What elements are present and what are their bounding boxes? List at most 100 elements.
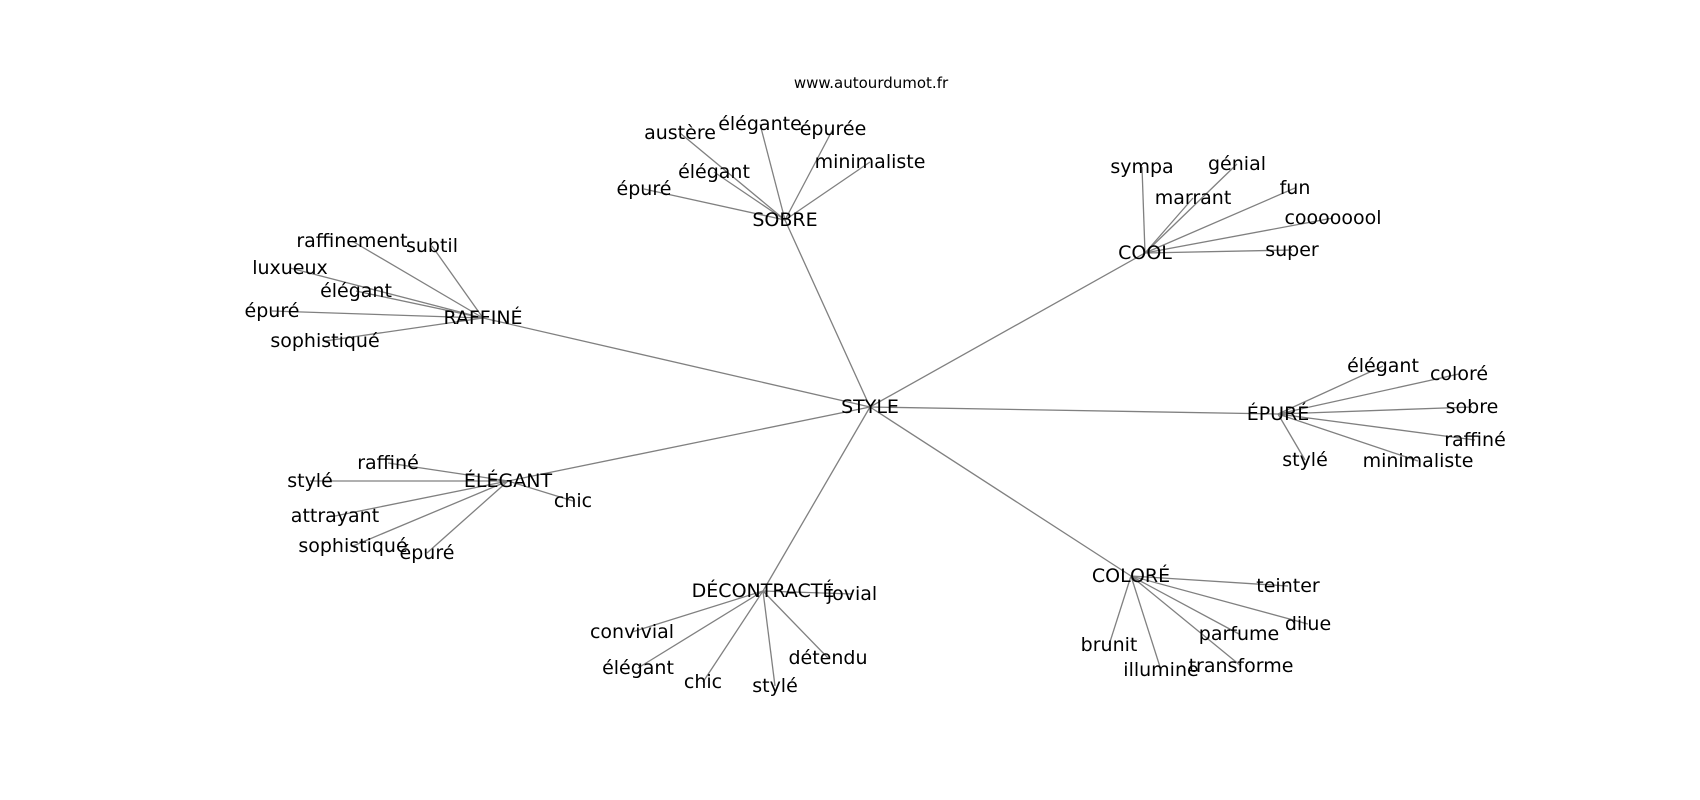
edge-colore-dilue xyxy=(1130,575,1309,625)
leaf-node-elegant-style: stylé xyxy=(287,470,333,492)
leaf-node-colore-transforme: transforme xyxy=(1189,655,1294,677)
edge-raffine-sophistique xyxy=(324,317,484,342)
leaf-node-cool-coooooool: coooooool xyxy=(1284,207,1381,229)
leaf-node-elegant-attrayant: attrayant xyxy=(291,505,379,527)
edge-decontracte-chic xyxy=(702,590,764,683)
hub-node-epure: ÉPURÉ xyxy=(1247,402,1310,425)
leaf-node-colore-brunit: brunit xyxy=(1081,634,1138,656)
edge-elegant-chic xyxy=(507,480,574,502)
edge-cool-genial xyxy=(1144,163,1238,254)
edge-root-cool xyxy=(869,252,1146,408)
edge-elegant-attrayant xyxy=(334,480,509,517)
edge-root-elegant xyxy=(507,406,871,482)
edge-decontracte-style xyxy=(762,590,776,687)
hub-node-cool: COOL xyxy=(1118,242,1172,264)
leaf-node-cool-sympa: sympa xyxy=(1110,156,1173,178)
leaf-node-cool-genial: génial xyxy=(1208,153,1266,175)
edge-cool-super xyxy=(1144,249,1293,254)
edge-cool-fun xyxy=(1144,187,1296,254)
leaf-node-sobre-epuree: épurée xyxy=(800,118,867,140)
edge-cool-sympa xyxy=(1141,166,1146,254)
hub-node-decontracte: DÉCONTRACTÉ xyxy=(692,579,835,602)
leaf-node-cool-super: super xyxy=(1265,239,1319,261)
edge-cool-coooooool xyxy=(1144,217,1334,254)
edge-decontracte-elegant xyxy=(637,590,764,669)
leaf-node-epure-sobre: sobre xyxy=(1446,396,1499,418)
edge-cool-marrant xyxy=(1144,197,1194,254)
graph-edges xyxy=(271,123,1476,687)
leaf-node-epure-style: stylé xyxy=(1282,449,1328,471)
edge-sobre-elegante xyxy=(759,123,786,221)
edge-sobre-elegant xyxy=(713,171,786,221)
edge-sobre-austere xyxy=(679,132,786,221)
edge-epure-raffine xyxy=(1277,413,1476,441)
edge-root-decontracte xyxy=(762,406,871,592)
edge-decontracte-jovial xyxy=(762,590,853,595)
leaf-node-colore-illumine: illumine xyxy=(1123,659,1198,681)
edge-sobre-epure xyxy=(643,188,786,221)
leaf-node-sobre-austere: austère xyxy=(644,122,716,144)
edge-raffine-subtil xyxy=(431,245,484,319)
edge-colore-transforme xyxy=(1130,575,1242,667)
edge-colore-teinter xyxy=(1130,575,1289,587)
edge-epure-style xyxy=(1277,413,1306,461)
leaf-node-elegant-sophistique: sophistiqué xyxy=(298,535,407,557)
edge-epure-colore xyxy=(1277,373,1460,415)
leaf-node-decontracte-jovial: jovial xyxy=(826,583,877,605)
leaf-node-elegant-epure: épuré xyxy=(400,542,455,564)
edge-raffine-raffinement xyxy=(351,240,484,319)
edge-colore-brunit xyxy=(1108,575,1132,646)
leaf-node-decontracte-detendu: détendu xyxy=(788,647,867,669)
leaf-node-sobre-epure: épuré xyxy=(617,178,672,200)
leaf-node-sobre-elegant: élégant xyxy=(678,161,750,183)
leaf-node-cool-marrant: marrant xyxy=(1155,187,1232,209)
leaf-node-epure-minimaliste: minimaliste xyxy=(1363,450,1474,472)
hub-node-raffine: RAFFINÉ xyxy=(443,306,522,329)
watermark: www.autourdumot.fr xyxy=(794,74,949,92)
hub-node-sobre: SOBRE xyxy=(752,209,817,231)
edge-root-sobre xyxy=(784,219,871,408)
edge-epure-minimaliste xyxy=(1277,413,1419,462)
leaf-node-raffine-sophistique: sophistiqué xyxy=(270,330,379,352)
edge-decontracte-detendu xyxy=(762,590,829,659)
edge-colore-illumine xyxy=(1130,575,1162,671)
edge-elegant-sophistique xyxy=(352,480,509,547)
leaf-node-colore-dilue: dilue xyxy=(1285,613,1331,635)
edge-sobre-epuree xyxy=(784,128,834,221)
edge-sobre-minimaliste xyxy=(784,161,871,221)
leaf-node-raffine-raffinement: raffinement xyxy=(296,230,407,252)
edge-root-epure xyxy=(869,406,1279,415)
leaf-node-raffine-subtil: subtil xyxy=(406,235,458,257)
leaf-node-epure-raffine: raffiné xyxy=(1444,429,1506,451)
leaf-node-decontracte-convivial: convivial xyxy=(590,621,674,643)
leaf-node-decontracte-elegant: élégant xyxy=(602,657,674,679)
edge-elegant-raffine xyxy=(387,462,509,482)
edge-raffine-elegant xyxy=(355,290,484,319)
leaf-node-cool-fun: fun xyxy=(1280,177,1311,199)
hub-node-colore: COLORÉ xyxy=(1092,564,1170,587)
root-node: STYLE xyxy=(841,396,899,418)
leaf-node-decontracte-style: stylé xyxy=(752,675,798,697)
leaf-node-decontracte-chic: chic xyxy=(684,671,722,693)
edge-raffine-epure xyxy=(271,310,484,319)
leaf-node-raffine-epure: épuré xyxy=(245,300,300,322)
edge-root-raffine xyxy=(482,317,871,408)
edge-root-colore xyxy=(869,406,1132,577)
leaf-node-sobre-minimaliste: minimaliste xyxy=(815,151,926,173)
leaf-node-sobre-elegante: élégante xyxy=(718,113,802,135)
leaf-node-raffine-luxueux: luxueux xyxy=(252,257,328,279)
edge-decontracte-convivial xyxy=(631,590,764,633)
leaf-node-raffine-elegant: élégant xyxy=(320,280,392,302)
leaf-node-colore-teinter: teinter xyxy=(1256,575,1320,597)
edge-raffine-luxueux xyxy=(289,267,484,319)
hub-node-elegant: ÉLÉGANT xyxy=(464,469,553,492)
leaf-node-colore-parfume: parfume xyxy=(1199,623,1279,645)
edge-epure-sobre xyxy=(1277,406,1473,415)
leaf-node-elegant-raffine: raffiné xyxy=(357,452,419,474)
edge-epure-elegant xyxy=(1277,365,1384,415)
edge-elegant-epure xyxy=(426,480,509,554)
leaf-node-epure-colore: coloré xyxy=(1430,363,1488,385)
leaf-node-epure-elegant: élégant xyxy=(1347,355,1419,377)
